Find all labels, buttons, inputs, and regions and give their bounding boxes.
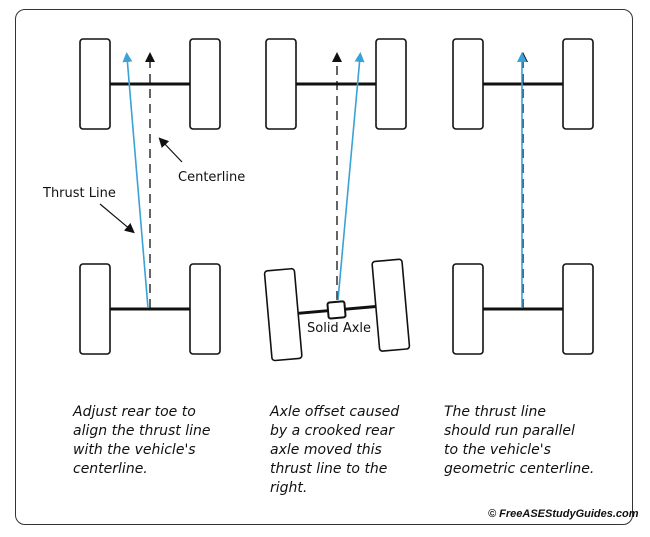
front-right-wheel-2 (375, 38, 407, 130)
copyright-notice: © FreeASEStudyGuides.com (488, 508, 639, 520)
front-right-wheel-1 (189, 38, 221, 130)
front-axle-3 (452, 38, 594, 130)
thrust-line-pointer (99, 203, 135, 234)
vehicle-1 (79, 38, 221, 355)
front-left-wheel-1 (79, 38, 111, 130)
front-axle-1 (79, 38, 221, 130)
rear-left-wheel-1 (79, 263, 111, 355)
rear-right-wheel-2 (371, 258, 411, 352)
rear-axle-1 (79, 263, 221, 355)
thrust-line-label: Thrust Line (43, 186, 116, 201)
solid-axle-housing (326, 300, 347, 320)
rear-axle-3 (452, 263, 594, 355)
centerline-label: Centerline (178, 170, 246, 185)
caption-3: The thrust line should run parallel to t… (444, 404, 595, 477)
rear-left-wheel-2 (263, 267, 303, 362)
caption-2: Axle offset caused by a crooked rear axl… (270, 404, 400, 496)
caption-1: Adjust rear toe to align the thrust line… (73, 404, 211, 477)
front-axle-2 (265, 38, 407, 130)
centerline-pointer (158, 137, 183, 163)
rear-right-wheel-3 (562, 263, 594, 355)
rear-left-wheel-3 (452, 263, 484, 355)
front-right-wheel-3 (562, 38, 594, 130)
thrust-line-1 (122, 52, 149, 309)
rear-axle-2 (263, 258, 411, 362)
vehicle-2 (263, 38, 411, 362)
thrust-line-2 (337, 52, 365, 301)
vehicle-3 (452, 38, 594, 355)
rear-right-wheel-1 (189, 263, 221, 355)
front-left-wheel-3 (452, 38, 484, 130)
solid-axle-label: Solid Axle (305, 321, 374, 336)
diagram-frame (15, 9, 633, 525)
front-left-wheel-2 (265, 38, 297, 130)
